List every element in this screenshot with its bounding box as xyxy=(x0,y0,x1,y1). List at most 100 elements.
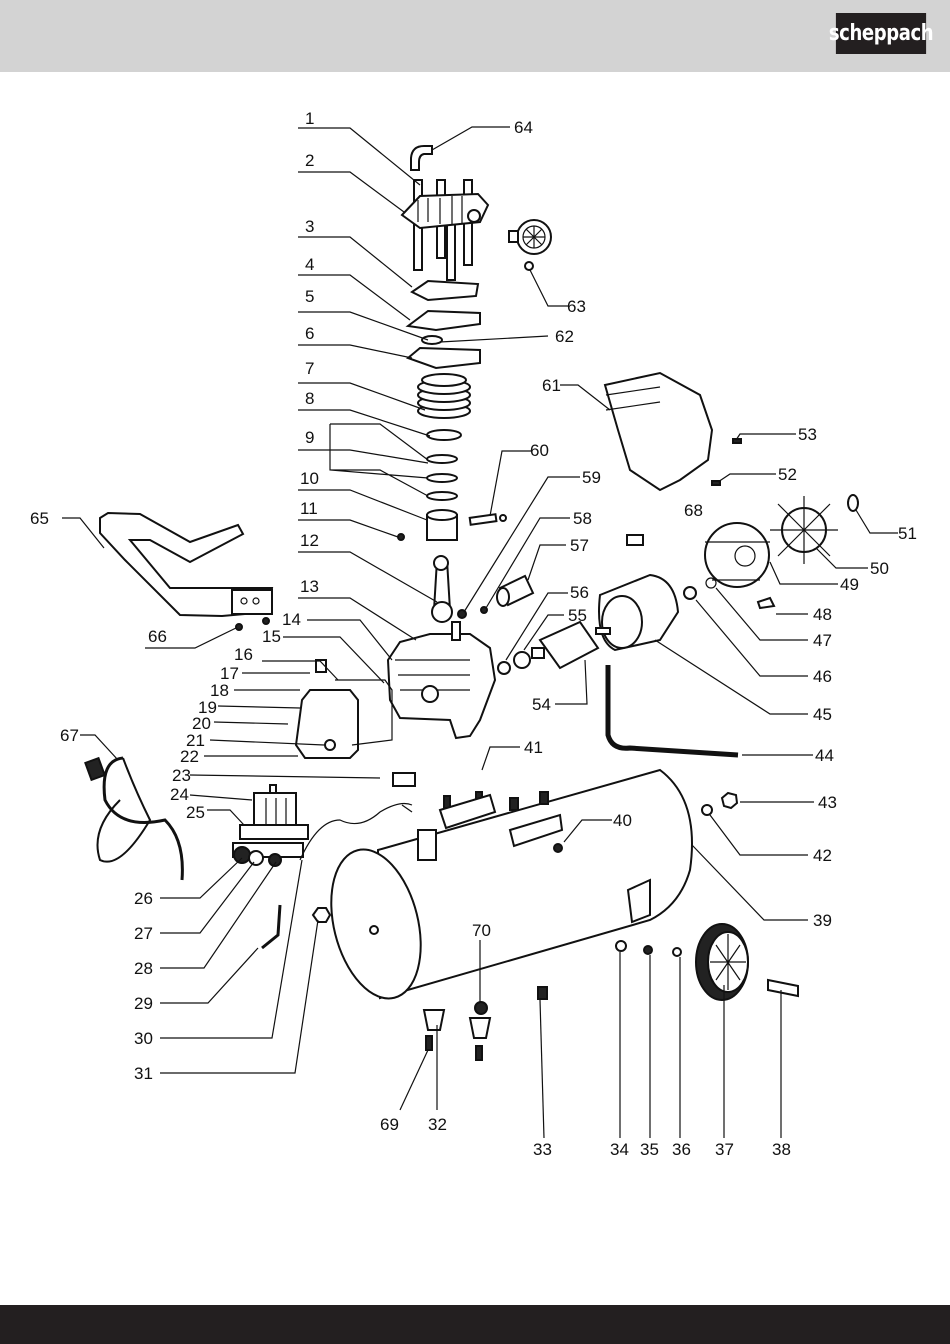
label-50: 50 xyxy=(870,559,889,578)
label-66: 66 xyxy=(148,627,167,646)
label-29: 29 xyxy=(134,994,153,1013)
label-32: 32 xyxy=(428,1115,447,1134)
part-stator-45 xyxy=(599,575,678,650)
part-ring-9c xyxy=(427,492,457,500)
part-valve-plate-4 xyxy=(408,311,480,330)
part-foot-32 xyxy=(424,1010,444,1030)
label-55: 55 xyxy=(568,606,587,625)
label-5: 5 xyxy=(305,287,314,306)
label-56: 56 xyxy=(570,583,589,602)
label-46: 46 xyxy=(813,667,832,686)
label-67: 67 xyxy=(60,726,79,745)
label-3: 3 xyxy=(305,217,314,236)
part-drain-valve-33 xyxy=(538,987,547,999)
label-4: 4 xyxy=(305,255,314,274)
label-8: 8 xyxy=(305,389,314,408)
part-pipe-29 xyxy=(262,905,280,948)
label-62: 62 xyxy=(555,327,574,346)
part-pressure-switch-24 xyxy=(233,785,308,866)
label-9: 9 xyxy=(305,428,314,447)
label-2: 2 xyxy=(305,151,314,170)
label-35: 35 xyxy=(640,1140,659,1159)
label-63: 63 xyxy=(567,297,586,316)
part-fitting-23 xyxy=(393,773,415,786)
label-15: 15 xyxy=(262,627,281,646)
label-7: 7 xyxy=(305,359,314,378)
label-34: 34 xyxy=(610,1140,629,1159)
part-bearing-55 xyxy=(514,652,530,668)
part-hose-44 xyxy=(608,665,738,755)
label-14: 14 xyxy=(282,610,301,629)
label-28: 28 xyxy=(134,959,153,978)
label-58: 58 xyxy=(573,509,592,528)
part-handle-65 xyxy=(100,513,272,616)
label-43: 43 xyxy=(818,793,837,812)
part-axle-38 xyxy=(768,980,798,996)
page-footer-bar xyxy=(0,1305,950,1344)
label-22: 22 xyxy=(180,747,199,766)
label-59: 59 xyxy=(582,468,601,487)
part-conrod-12 xyxy=(432,556,452,622)
part-foot-70 xyxy=(470,1018,490,1038)
label-61: 61 xyxy=(542,376,561,395)
part-nut-35 xyxy=(644,946,652,954)
part-end-shield-49 xyxy=(705,523,770,587)
part-power-cord-67 xyxy=(85,758,182,880)
label-45: 45 xyxy=(813,705,832,724)
part-clip-48 xyxy=(758,598,774,608)
label-30: 30 xyxy=(134,1029,153,1048)
part-reed-5 xyxy=(422,336,442,344)
label-33: 33 xyxy=(533,1140,552,1159)
part-piston-10 xyxy=(427,510,457,540)
part-ring-51 xyxy=(848,495,858,511)
part-tank-39 xyxy=(317,770,692,1008)
label-68: 68 xyxy=(684,501,703,520)
label-39: 39 xyxy=(813,911,832,930)
label-60: 60 xyxy=(530,441,549,460)
part-bolt-69 xyxy=(426,1036,432,1050)
part-rotor-54 xyxy=(532,622,610,668)
label-40: 40 xyxy=(613,811,632,830)
part-gasket-3 xyxy=(412,281,478,300)
label-13: 13 xyxy=(300,577,319,596)
part-labels: 1 2 3 4 5 6 7 8 9 10 11 12 13 14 15 16 1… xyxy=(30,109,917,1159)
label-1: 1 xyxy=(305,109,314,128)
part-ring-9a xyxy=(427,455,457,463)
part-elbow-64 xyxy=(411,146,432,170)
label-42: 42 xyxy=(813,846,832,865)
part-ring-9b xyxy=(427,474,457,482)
part-piston-pin-60 xyxy=(470,514,497,525)
part-cylinder-head-2 xyxy=(402,180,488,280)
part-nut-43 xyxy=(722,793,737,808)
label-16: 16 xyxy=(234,645,253,664)
label-57: 57 xyxy=(570,536,589,555)
label-64: 64 xyxy=(514,118,533,137)
label-47: 47 xyxy=(813,631,832,650)
part-cylinder-7 xyxy=(418,374,470,418)
label-26: 26 xyxy=(134,889,153,908)
label-12: 12 xyxy=(300,531,319,550)
label-51: 51 xyxy=(898,524,917,543)
label-38: 38 xyxy=(772,1140,791,1159)
label-36: 36 xyxy=(672,1140,691,1159)
label-49: 49 xyxy=(840,575,859,594)
part-clip-11 xyxy=(398,534,404,540)
part-washer-42 xyxy=(702,805,712,815)
label-48: 48 xyxy=(813,605,832,624)
label-6: 6 xyxy=(305,324,314,343)
label-65: 65 xyxy=(30,509,49,528)
part-fan-50 xyxy=(770,496,838,564)
label-10: 10 xyxy=(300,469,319,488)
label-25: 25 xyxy=(186,803,205,822)
part-washer-34 xyxy=(616,941,626,951)
part-wheel-37 xyxy=(696,924,748,1000)
label-69: 69 xyxy=(380,1115,399,1134)
part-washer-56 xyxy=(498,662,510,674)
part-switch-68 xyxy=(627,535,643,545)
part-air-filter-63 xyxy=(509,220,551,270)
part-crankcase-13 xyxy=(388,622,495,738)
label-23: 23 xyxy=(172,766,191,785)
part-nut-31 xyxy=(313,908,330,922)
label-27: 27 xyxy=(134,924,153,943)
label-70: 70 xyxy=(472,921,491,940)
